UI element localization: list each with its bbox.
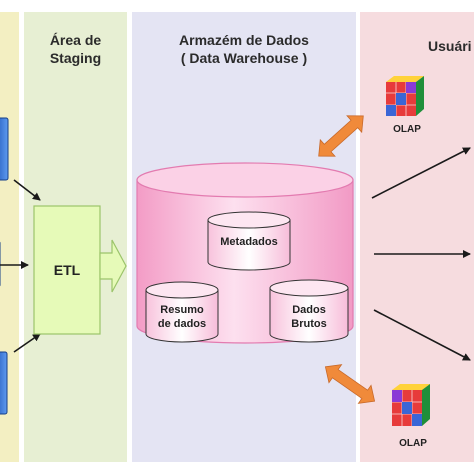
etl-box bbox=[33, 205, 101, 335]
raw-data-label-line2: Brutos bbox=[291, 318, 327, 330]
etl-label: ETL bbox=[53, 262, 81, 278]
warehouse-to-users-arrow-top bbox=[371, 147, 471, 199]
metadata-cylinder bbox=[207, 211, 291, 271]
source-to-etl-arrow-top bbox=[13, 179, 41, 201]
warehouse-title-line2: ( Data Warehouse ) bbox=[180, 50, 308, 66]
olap-top-label: OLAP bbox=[393, 124, 421, 135]
olap-cube-icon bbox=[392, 384, 430, 426]
warehouse-olap-bottom-exchange-arrow bbox=[324, 364, 376, 404]
raw-data-label: Dados Brutos bbox=[270, 303, 348, 331]
source-document-icon-bottom bbox=[0, 351, 8, 415]
warehouse-title-line1: Armazém de Dados bbox=[179, 32, 309, 48]
source-to-etl-arrow-bottom bbox=[13, 333, 41, 353]
staging-title-line2: Staging bbox=[49, 50, 102, 66]
warehouse-to-users-arrow-bottom bbox=[373, 309, 471, 361]
metadata-label: Metadados bbox=[220, 236, 278, 248]
olap-cube-icon bbox=[386, 76, 424, 116]
source-document-icon-top bbox=[0, 117, 9, 181]
data-summary-cylinder bbox=[145, 281, 219, 343]
data-warehouse-title: Armazém de Dados ( Data Warehouse ) bbox=[132, 31, 356, 67]
warehouse-olap-top-exchange-arrow bbox=[318, 115, 364, 157]
data-summary-label: Resumo de dados bbox=[146, 303, 218, 331]
users-title: Usuári bbox=[428, 38, 472, 54]
etl-to-warehouse-arrow bbox=[99, 239, 127, 293]
staging-title-line1: Área de bbox=[49, 32, 102, 48]
raw-data-label-line1: Dados bbox=[292, 304, 326, 316]
raw-data-cylinder bbox=[269, 279, 349, 343]
data-summary-label-line1: Resumo bbox=[160, 304, 204, 316]
staging-area-title: Área de Staging bbox=[24, 31, 127, 67]
olap-bottom-label: OLAP bbox=[399, 438, 427, 449]
data-summary-label-line2: de dados bbox=[157, 318, 207, 330]
